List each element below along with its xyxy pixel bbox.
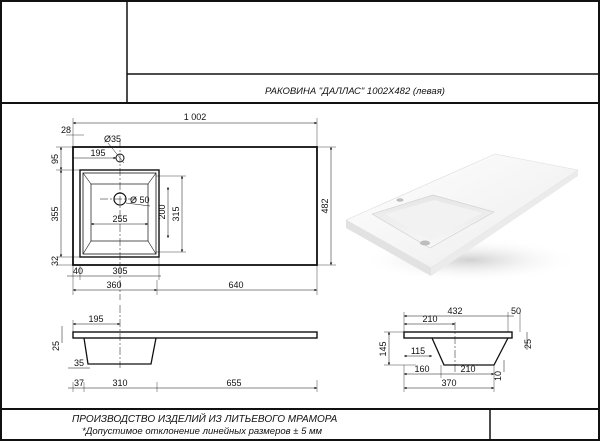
product-title: РАКОВИНА "ДАЛЛАС" 1002X482 (левая) bbox=[265, 86, 445, 97]
svg-text:210: 210 bbox=[460, 364, 475, 374]
footer-tolerance-note: *Допустимое отклонение линейных размеров… bbox=[82, 426, 323, 437]
svg-text:655: 655 bbox=[226, 378, 241, 388]
svg-text:Ø 50: Ø 50 bbox=[130, 195, 150, 205]
top-view: 1 002 28 Ø35 195 95 355 32 Ø 50 255 200 … bbox=[50, 112, 336, 300]
svg-text:28: 28 bbox=[61, 125, 71, 135]
svg-text:25: 25 bbox=[523, 339, 533, 349]
svg-text:10: 10 bbox=[493, 371, 503, 381]
svg-text:50: 50 bbox=[511, 306, 521, 316]
svg-text:35: 35 bbox=[74, 358, 84, 368]
svg-text:255: 255 bbox=[112, 214, 127, 224]
sink-3d-render bbox=[345, 153, 580, 282]
svg-text:37: 37 bbox=[74, 378, 84, 388]
svg-text:305: 305 bbox=[112, 266, 127, 276]
svg-text:145: 145 bbox=[378, 341, 388, 356]
svg-text:200: 200 bbox=[157, 204, 167, 219]
svg-text:360: 360 bbox=[106, 280, 121, 290]
side-section-view: 432 50 210 145 25 115 10 160 210 370 bbox=[378, 306, 533, 392]
svg-text:25: 25 bbox=[51, 341, 61, 351]
svg-text:115: 115 bbox=[411, 346, 425, 356]
svg-text:432: 432 bbox=[447, 306, 462, 316]
svg-text:482: 482 bbox=[320, 198, 330, 213]
front-section-view: 195 25 35 37 310 655 bbox=[51, 305, 318, 392]
svg-text:32: 32 bbox=[50, 256, 60, 266]
svg-text:310: 310 bbox=[112, 378, 127, 388]
svg-text:40: 40 bbox=[73, 266, 83, 276]
svg-text:160: 160 bbox=[414, 364, 429, 374]
svg-text:210: 210 bbox=[422, 314, 437, 324]
svg-text:370: 370 bbox=[441, 378, 456, 388]
svg-text:195: 195 bbox=[88, 314, 103, 324]
svg-text:315: 315 bbox=[171, 206, 181, 221]
svg-text:95: 95 bbox=[50, 154, 60, 164]
svg-text:Ø35: Ø35 bbox=[104, 134, 121, 144]
drain-hole-icon bbox=[113, 192, 127, 206]
footer-production-note: ПРОИЗВОДСТВО ИЗДЕЛИЙ ИЗ ЛИТЬЕВОГО МРАМОР… bbox=[72, 412, 338, 425]
svg-text:1 002: 1 002 bbox=[184, 112, 207, 122]
svg-text:195: 195 bbox=[90, 148, 105, 158]
svg-text:355: 355 bbox=[50, 206, 60, 221]
svg-text:640: 640 bbox=[228, 280, 243, 290]
